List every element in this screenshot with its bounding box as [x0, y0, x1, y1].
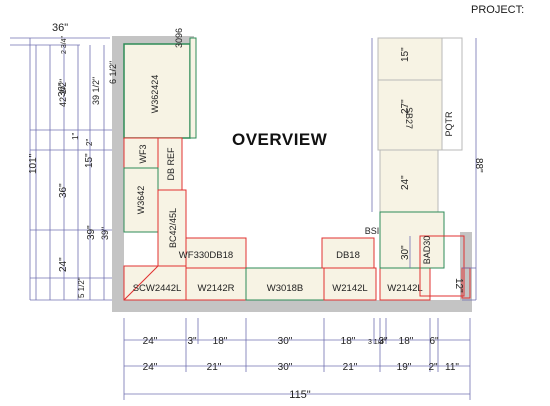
cabinet-w3018b[interactable]: W3018B — [245, 267, 325, 301]
cabinet-label: DB REF — [166, 147, 176, 181]
project-label: PROJECT: — [471, 4, 525, 16]
dim-label: 36" — [52, 22, 68, 34]
page-title: OVERVIEW — [232, 130, 328, 149]
cabinet-label: SCW2442L — [133, 283, 182, 294]
back-wall — [112, 300, 472, 312]
cabinet-w3642[interactable]: W3642 — [123, 167, 159, 233]
cabinet-bad30[interactable]: BAD30 — [419, 235, 465, 297]
bottom-dim-label-row2: 30" — [278, 362, 293, 373]
cabinet-label: PQTR — [444, 111, 454, 137]
dim-label: 2 3/4" — [61, 35, 68, 54]
left-dimension-labels: 36" 2 3/4" 36" 42 1/2" 39 1/2" 6 1/2" 10… — [28, 22, 118, 298]
dim-label: 5 1/2" — [77, 277, 86, 298]
cabinet-label: SB27 — [404, 107, 414, 129]
cabinet-label: WF330DB18 — [179, 250, 233, 261]
left-wall — [112, 36, 124, 312]
cabinet-label: DB18 — [336, 250, 360, 261]
bottom-dim-label-row2: 21" — [207, 362, 222, 373]
cabinet-w2142l-b[interactable]: W2142L — [379, 267, 431, 301]
cabinet-3096[interactable]: 3096 — [174, 28, 197, 139]
cabinet-w2142r[interactable]: W2142R — [185, 267, 247, 301]
bottom-dim-label-row2: 19" — [397, 362, 412, 373]
cabinet-pqtr[interactable]: PQTR — [441, 37, 463, 151]
dim-label: 88" — [473, 158, 484, 173]
right-wall-stub — [460, 232, 472, 312]
dim-label: 30" — [400, 245, 411, 260]
dim-label: 27" — [400, 99, 411, 114]
left-dimensions — [10, 37, 112, 301]
cabinet-label: W2142L — [332, 283, 367, 294]
dim-label: 101" — [28, 153, 39, 174]
bottom-dim-label-row1: 18" — [213, 336, 228, 347]
cabinet-bsi[interactable]: BSI — [365, 211, 445, 269]
cabinet-db18[interactable]: DB18 — [321, 237, 375, 269]
bottom-dim-label-row1: 6" — [429, 336, 439, 347]
bottom-dim-label-row1: 30" — [278, 336, 293, 347]
cabinet-label: W3642 — [136, 186, 146, 215]
cabinet-label: W2142R — [198, 283, 235, 294]
dim-label: 39 1/2" — [91, 77, 101, 105]
cabinet-label: W3018B — [267, 283, 303, 294]
cabinet-label: WF3 — [138, 145, 148, 164]
bottom-dim-label-row1: 3" — [187, 336, 197, 347]
top-wall — [112, 36, 194, 44]
dim-label: 15" — [400, 47, 411, 62]
cabinet-w2142l-a[interactable]: W2142L — [323, 267, 377, 301]
cabinet-wf3[interactable]: WF3 — [123, 137, 159, 169]
bottom-dim-label-row2: 2" — [428, 362, 438, 373]
bottom-dim-label-total: 115" — [289, 389, 311, 401]
bottom-dim-label-row1: 24" — [143, 336, 158, 347]
bottom-dim-label-row1: 18" — [341, 336, 356, 347]
dim-label: 2" — [85, 139, 94, 146]
walls — [112, 36, 472, 312]
dim-label: 39" — [100, 227, 110, 240]
cabinet-label: BC42/45L — [168, 208, 178, 248]
dim-label: 36" — [58, 183, 69, 198]
cabinet-label: 3096 — [174, 28, 184, 48]
right-dimensions — [371, 38, 477, 301]
dim-label: 6 1/2" — [108, 61, 118, 84]
cabinet-label: W362424 — [150, 75, 160, 114]
bottom-dim-label-row1: 3" — [378, 336, 388, 347]
bottom-dim-label-row1: 18" — [399, 336, 414, 347]
cabinet-label: BSI — [365, 226, 380, 236]
dim-label: 39" — [86, 225, 97, 240]
bottom-dim-label-row1: 3 1/4" — [368, 339, 387, 346]
cabinet-label: W2142L — [387, 283, 422, 294]
dim-label: 15" — [84, 153, 95, 168]
dim-label: 42 1/2" — [58, 79, 68, 107]
dim-label: 1" — [71, 133, 80, 140]
bottom-dim-label-row2: 21" — [343, 362, 358, 373]
bottom-dim-label-row2: 11" — [445, 362, 459, 373]
cabinet-scw2442l[interactable]: SCW2442L — [123, 265, 187, 301]
bottom-dim-label-row2: 24" — [143, 362, 158, 373]
right-dimension-labels: 15" 27" 24" 30" 88" 12" — [400, 47, 484, 293]
dim-label: 24" — [400, 175, 411, 190]
cabinet-sb27[interactable]: SB27 — [377, 79, 443, 151]
dim-label: 36" — [57, 82, 68, 97]
dim-label: 24" — [58, 257, 69, 272]
cabinet-wf330db18[interactable]: WF330DB18 — [179, 237, 247, 269]
cabinet-db-ref[interactable]: DB REF — [157, 137, 183, 191]
cabinet-w362424[interactable]: W362424 — [123, 43, 191, 139]
bottom-dimensions — [123, 318, 471, 400]
dim-label: 12" — [453, 278, 464, 293]
cabinet-label: BAD30 — [422, 236, 432, 265]
